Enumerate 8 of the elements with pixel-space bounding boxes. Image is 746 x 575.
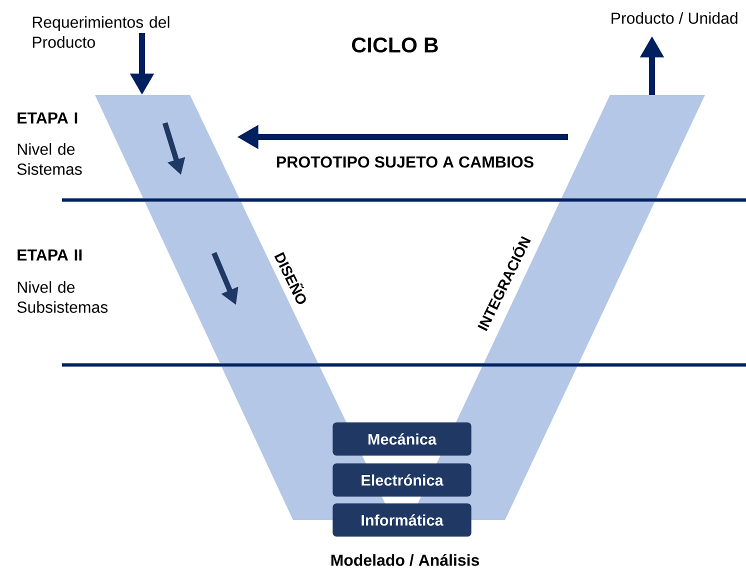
input-output-text: Requerimientos del Producto [32,16,170,48]
stage-label: ETAPA I [18,112,78,124]
process-box: Informática [332,503,472,537]
process-box: Electrónica [332,463,472,497]
caption-label: Modelado / Análisis [331,554,480,566]
input-output-text: Producto / Unidad [612,12,738,24]
title: CICLO B [352,37,438,53]
process-box: Mecánica [332,422,472,456]
